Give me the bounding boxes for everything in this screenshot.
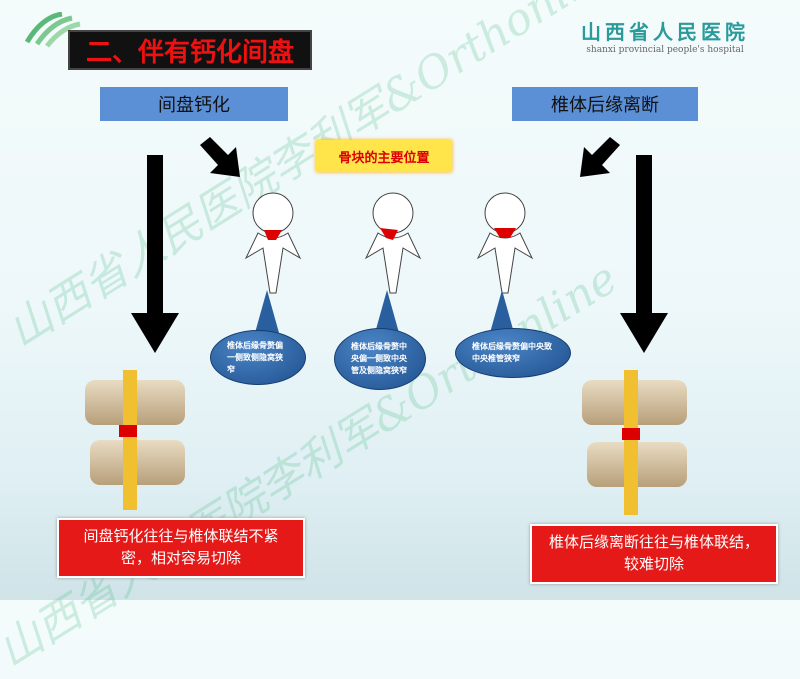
- right-header: 椎体后缘离断: [512, 87, 698, 121]
- spine-image-left: [85, 370, 195, 510]
- left-note: 间盘钙化往往与椎体联结不紧密，相对容易切除: [57, 518, 305, 578]
- vertebra-diagram-3: [476, 192, 534, 294]
- down-arrow-icon: [620, 155, 668, 353]
- diagonal-arrow-icon: [200, 137, 240, 177]
- left-header: 间盘钙化: [100, 87, 288, 121]
- vertebra-diagram-2: [364, 192, 422, 294]
- spine-image-right: [582, 370, 697, 515]
- right-note: 椎体后缘离断往往与椎体联结，较难切除: [530, 524, 778, 584]
- hospital-logo: 山西省人民医院 shanxi provincial people's hospi…: [565, 16, 765, 55]
- callout-bubble-1: 椎体后缘骨赘偏一侧致侧隐窝狭窄: [210, 330, 306, 385]
- callout-bubble-2: 椎体后缘骨赘中央偏一侧致中央管及侧隐窝狭窄: [334, 328, 426, 390]
- vertebra-diagram-1: [244, 192, 302, 294]
- slide-title: 二、伴有钙化间盘: [68, 30, 312, 70]
- down-arrow-icon: [131, 155, 179, 353]
- diagonal-arrow-icon: [580, 137, 620, 177]
- logo-icon: [22, 11, 82, 52]
- center-label: 骨块的主要位置: [316, 140, 452, 172]
- logo-cn: 山西省人民医院: [581, 20, 749, 44]
- logo-en: shanxi provincial people's hospital: [586, 45, 744, 55]
- callout-bubble-3: 椎体后缘骨赘偏中央致中央椎管狭窄: [455, 328, 571, 378]
